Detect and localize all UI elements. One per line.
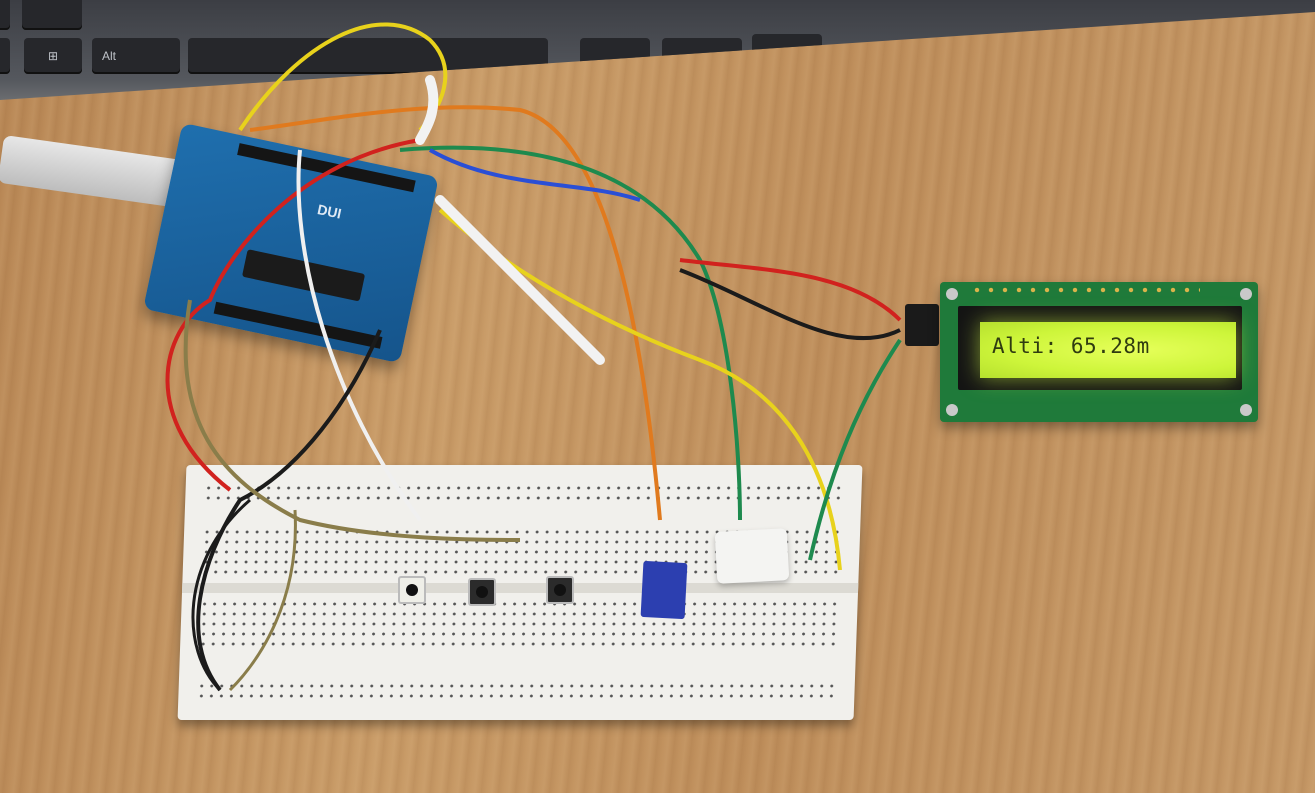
mount-hole: [946, 404, 958, 416]
keyboard-key: [0, 38, 10, 74]
black-wire: [191, 498, 251, 692]
white-wire: [296, 149, 422, 522]
push-button: [468, 578, 496, 606]
white-tape-bundle: [435, 195, 605, 365]
keyboard-key: [22, 0, 82, 30]
green-wire: [808, 338, 902, 561]
blue-wire: [429, 148, 641, 202]
altitude-readout: Alti: 65.28m: [992, 334, 1150, 358]
red-wire: [165, 138, 421, 492]
mount-hole: [1240, 288, 1252, 300]
windows-icon: ⊞: [47, 49, 59, 63]
lcd-display-module: Alti: 65.28m: [940, 282, 1258, 422]
orange-wire: [249, 105, 662, 521]
lcd-screen: Alti: 65.28m: [980, 322, 1236, 378]
alt-key: Alt: [92, 38, 180, 74]
windows-key: ⊞: [24, 38, 82, 74]
green-wire: [399, 145, 742, 521]
black-wire: [196, 329, 382, 692]
mount-hole: [1240, 404, 1252, 416]
keyboard-key: [0, 0, 10, 30]
lcd-connector: [905, 304, 939, 346]
olive-wire: [228, 509, 297, 692]
yellow-wire: [238, 22, 448, 132]
push-button: [398, 576, 426, 604]
white-tape-bundle: [415, 75, 439, 145]
lcd-pin-row: [970, 286, 1200, 294]
red-wire: [679, 258, 902, 322]
mount-hole: [946, 288, 958, 300]
olive-wire: [183, 299, 521, 542]
yellow-wire: [438, 208, 842, 571]
black-wire: [679, 268, 901, 341]
push-button: [546, 576, 574, 604]
